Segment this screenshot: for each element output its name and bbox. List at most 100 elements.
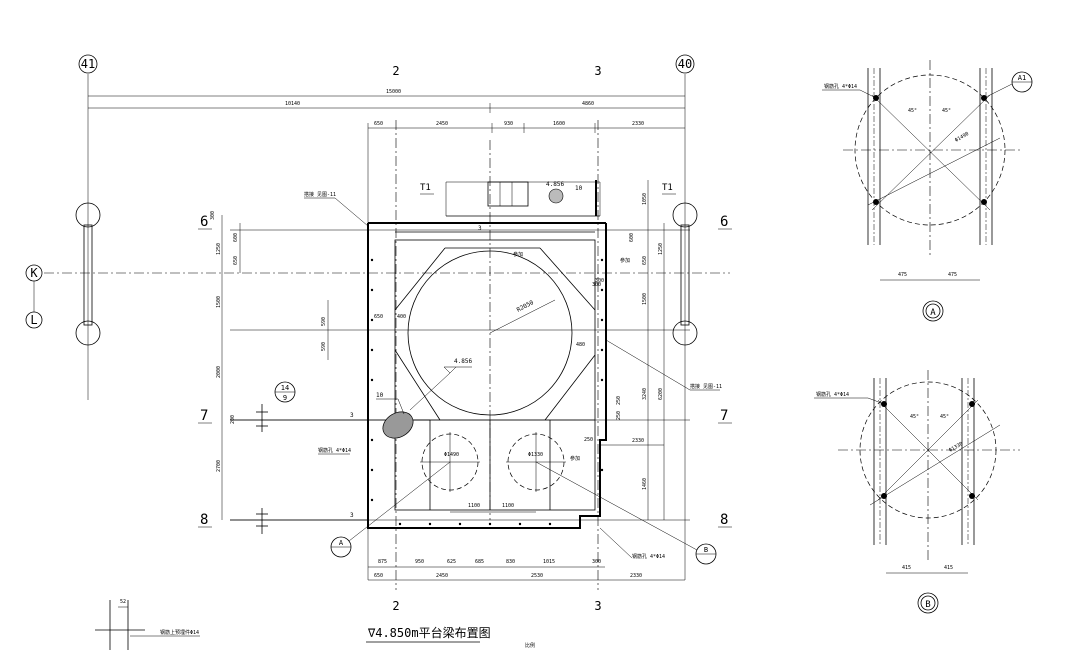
dim-seg3: 930 <box>504 121 513 127</box>
detail-A-dim2: 475 <box>948 272 957 278</box>
bottom-inner-s3: 625 <box>447 559 456 565</box>
detail-A-rebar: 钢筋孔 4*Φ14 <box>824 83 857 90</box>
axis-41-label: 41 <box>81 57 95 71</box>
right-dim-1050: 1050 <box>642 193 648 205</box>
callout-9: 9 <box>283 394 287 402</box>
right-dim-1250: 1250 <box>658 243 664 255</box>
foundation-left-dia: Φ1490 <box>444 452 459 458</box>
left-dim-650: 650 <box>233 256 239 265</box>
right-dim-300: 300 <box>595 278 604 284</box>
detail-B-dim1: 415 <box>902 565 911 571</box>
dim-overall: 15000 <box>386 89 401 95</box>
left-dim-1250: 1250 <box>216 243 222 255</box>
rebar-note-left: 钢筋孔 4*Φ14 <box>318 447 351 454</box>
left-dim-600: 600 <box>233 233 239 242</box>
dim-seg4: 1600 <box>553 121 565 127</box>
axis-7-left-label: 7 <box>200 408 208 424</box>
left-dim-300: 300 <box>210 211 216 220</box>
beam-label-8: 3 <box>350 512 354 519</box>
bottom-inner-s7: 300 <box>592 559 601 565</box>
drawing-title-sub: 比例 <box>525 642 535 649</box>
detail-B-tag: B <box>925 600 930 610</box>
axis-8-right-label: 8 <box>720 512 728 528</box>
axis-K-label: K <box>30 266 38 280</box>
detail-A-angle2: 45° <box>942 108 951 114</box>
section-T1-right: T1 <box>662 183 673 193</box>
axis-3-bottom-label: 3 <box>594 599 601 613</box>
bottom-s1: 650 <box>374 573 383 579</box>
top-dimensions: 15000 10140 4860 650 2450 930 1600 2330 <box>88 89 685 580</box>
right-dim-1460: 1460 <box>642 478 648 490</box>
right-dimensions: 1050 600 650 1250 1500 3240 6200 1460 23… <box>584 180 665 520</box>
mark-A-callout: A <box>339 539 344 547</box>
detail-A-angle1: 45° <box>908 108 917 114</box>
left-dim-2000: 2000 <box>216 366 222 378</box>
left-dim-200: 200 <box>230 415 236 424</box>
callouts: 搭接 见图-11 搭接 见图-11 14 9 钢筋孔 4*Φ14 钢筋孔 4*Φ… <box>256 191 722 565</box>
right-dim-6200: 6200 <box>658 388 664 400</box>
bottom-inner-s5: 830 <box>506 559 515 565</box>
axis-3-top-label: 3 <box>594 64 601 78</box>
column-41 <box>75 202 101 346</box>
dim-right-part: 4860 <box>582 101 594 107</box>
axis-8-left-label: 8 <box>200 512 208 528</box>
beam-label-7: 3 <box>350 412 354 419</box>
dim-left-part: 10140 <box>285 101 300 107</box>
section-T1-left: T1 <box>420 183 431 193</box>
axis-L-label: L <box>30 313 37 327</box>
inner-dim-480: 480 <box>576 342 585 348</box>
axis-2-bottom-label: 2 <box>392 599 399 613</box>
detail-A-dia: Φ1490 <box>954 131 970 144</box>
bottom-left-detail: 52 钢筋上预埋件Φ14 <box>95 599 200 650</box>
left-dim-1500: 1500 <box>216 296 222 308</box>
bottom-inner-s1: 875 <box>378 559 387 565</box>
ref-note-2: 参加 <box>513 251 523 258</box>
right-dim-250a: 250 <box>616 396 622 405</box>
axis-7-right-label: 7 <box>720 408 728 424</box>
left-dimensions: 300 1250 600 650 1500 590 590 2000 200 2… <box>210 211 329 520</box>
detail-B-rebar: 钢筋孔 4*Φ14 <box>816 391 849 398</box>
detail-A-dim1: 475 <box>898 272 907 278</box>
stair-hatch-num: 10 <box>575 185 583 192</box>
dim-seg2: 2450 <box>436 121 448 127</box>
right-dim-250b: 250 <box>616 411 622 420</box>
elevation-label: 4.856 <box>454 358 472 365</box>
inner-dim-300: 300 <box>592 282 601 288</box>
axis-6-left-label: 6 <box>200 214 208 230</box>
right-dim-250c: 250 <box>584 437 593 443</box>
bottom-inner-s6: 1015 <box>543 559 555 565</box>
beam-note-top: 搭接 见图-11 <box>304 191 336 198</box>
bottom-s3: 2530 <box>531 573 543 579</box>
dim-seg5: 2330 <box>632 121 644 127</box>
callout-14: 14 <box>281 384 289 392</box>
left-dim-590a: 590 <box>321 317 327 326</box>
grid-lines <box>44 74 730 590</box>
left-dim-2700: 2700 <box>216 460 222 472</box>
bottom-detail-dim: 52 <box>120 599 126 605</box>
column-40 <box>672 202 698 346</box>
axis-bubbles: 41 40 2 3 2 3 K L 6 6 7 7 8 8 <box>25 54 732 613</box>
inner-dim-650: 650 <box>374 314 383 320</box>
detail-B: 钢筋孔 4*Φ14 45° 45° Φ1330 415 415 B <box>814 370 1020 614</box>
dim-seg1: 650 <box>374 121 383 127</box>
drawing-title: ∇4.850m平台梁布置图 比例 <box>366 625 535 649</box>
axis-40-label: 40 <box>678 57 692 71</box>
right-dim-3240: 3240 <box>642 388 648 400</box>
detail-B-dim2: 415 <box>944 565 953 571</box>
foundation-right-dia: Φ1330 <box>528 452 543 458</box>
axis-6-right-label: 6 <box>720 214 728 230</box>
ref-note-3: 参加 <box>570 455 580 462</box>
detail-A: 钢筋孔 4*Φ14 45° 45° Φ1490 475 475 A1 A <box>822 60 1033 322</box>
right-dim-2330: 2330 <box>632 438 644 444</box>
detail-B-angle1: 45° <box>910 414 919 420</box>
bottom-s2: 2450 <box>436 573 448 579</box>
inner-dim-1100a: 1100 <box>468 503 480 509</box>
inner-dim-1100b: 1100 <box>502 503 514 509</box>
drawing-title-text: ∇4.850m平台梁布置图 <box>367 625 491 640</box>
right-dim-650: 650 <box>642 256 648 265</box>
ref-note-1: 参加 <box>620 257 630 264</box>
detail-B-angle2: 45° <box>940 414 949 420</box>
hatch-num: 10 <box>376 392 384 399</box>
bottom-inner-s4: 685 <box>475 559 484 565</box>
